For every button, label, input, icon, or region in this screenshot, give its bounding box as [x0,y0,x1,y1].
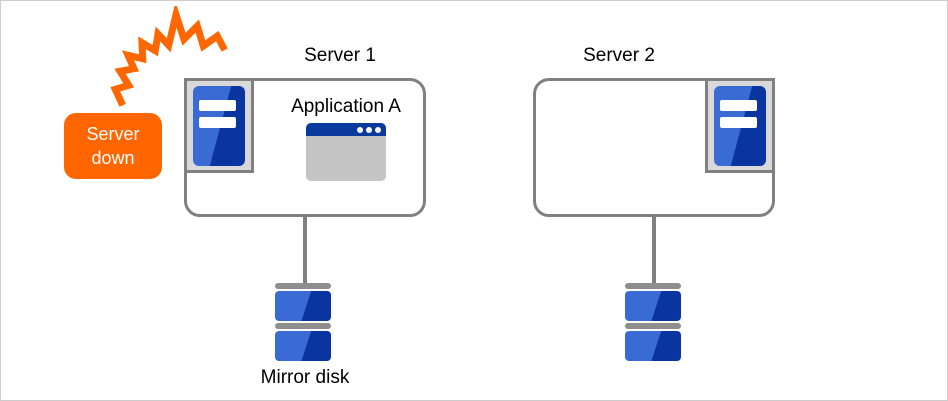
server-down-text-line1: Server [86,124,140,144]
disk-platter [275,331,331,361]
server2-disk-connector [652,215,656,285]
disk-platter [275,291,331,321]
window-dot-icon [366,126,372,133]
server2-label: Server 2 [583,45,655,66]
app-window-titlebar [306,123,386,136]
server-down-text-line2: down [91,148,135,168]
disk-platter [625,291,681,321]
server1-disk-connector [303,215,307,285]
disk-cap [275,323,331,329]
disk-cap [625,283,681,289]
server2-mirror-disk-icon [625,283,681,361]
server2-tower-icon [705,78,775,173]
tower-slot [199,99,236,111]
server-down-badge: Server down [64,113,162,179]
server-tower-body [714,85,766,166]
server1-label: Server 1 [304,45,376,66]
server1-mirror-disk-icon [275,283,331,361]
disk-cap [275,283,331,289]
server1-tower-icon [184,78,254,173]
window-dot-icon [357,126,363,133]
lightning-crash-icon [110,6,228,107]
server-tower-body [193,85,245,166]
window-dot-icon [375,126,381,133]
application-a-label: Application A [291,96,401,117]
tower-slot [199,116,236,128]
disk-platter [625,331,681,361]
app-window-icon [306,123,386,181]
disk-cap [625,323,681,329]
tower-slot [720,99,757,111]
mirror-disk-label: Mirror disk [260,367,350,388]
tower-slot [720,116,757,128]
